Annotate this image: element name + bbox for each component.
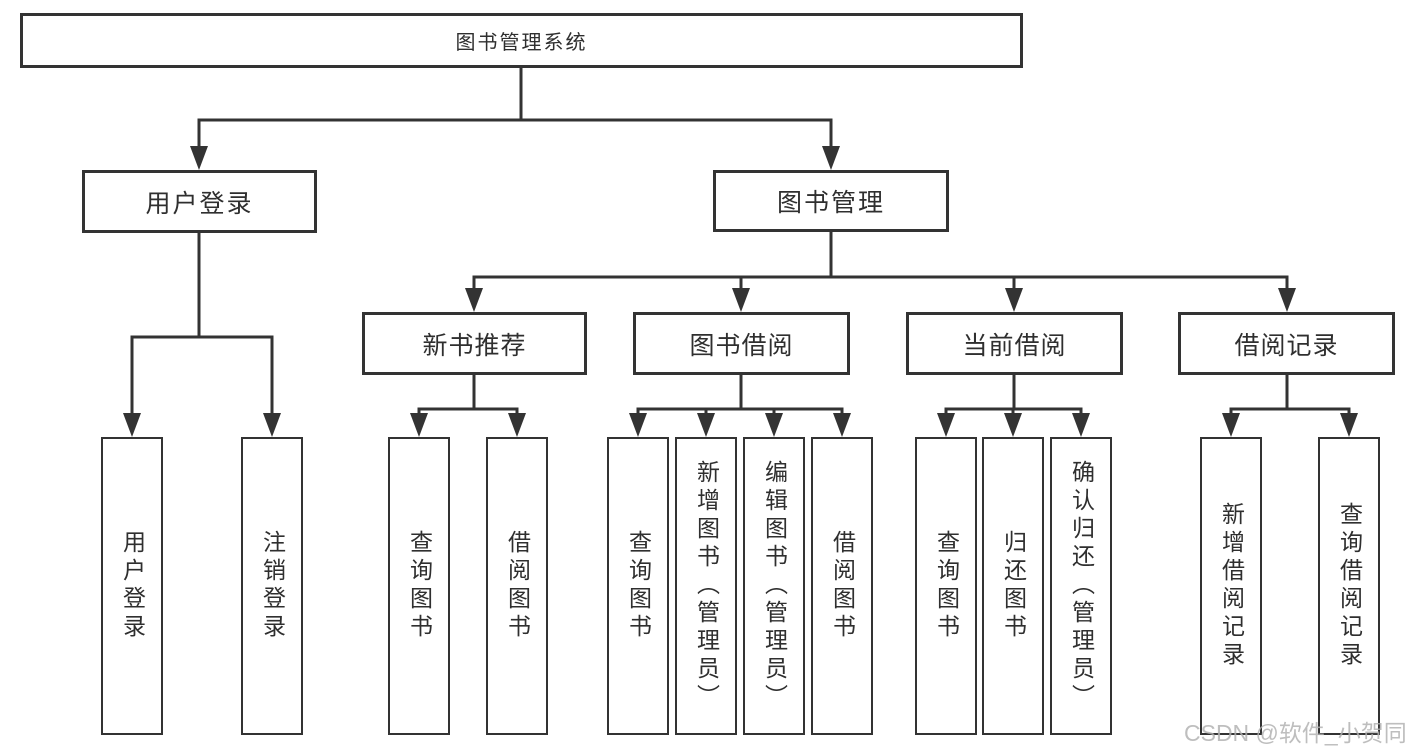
connector-current — [937, 373, 1090, 437]
node-book-borrow-label: 图书借阅 — [689, 331, 794, 360]
leaf-borrow-query-book: 查询图书 — [607, 437, 669, 735]
leaf-recommend-query-book: 查询图书 — [388, 437, 450, 735]
connector-user-login — [123, 231, 281, 437]
leaf-records-query-record-label: 查询借阅记录 — [1336, 502, 1363, 670]
connector-book-mgmt — [465, 230, 1296, 312]
connector-recommend — [410, 373, 526, 437]
node-book-mgmt-label: 图书管理 — [776, 189, 885, 217]
node-current-borrow-label: 当前借阅 — [962, 331, 1067, 360]
node-root: 图书管理系统 — [20, 13, 1023, 68]
leaf-user-login-label: 用户登录 — [119, 530, 146, 642]
leaf-logout-label: 注销登录 — [259, 530, 286, 642]
leaf-borrow-add-book-admin-label: 新增图书（管理员） — [693, 460, 720, 712]
leaf-current-confirm-return-admin-label: 确认归还（管理员） — [1068, 460, 1095, 712]
leaf-current-return-book-label: 归还图书 — [1000, 530, 1027, 642]
node-user-login: 用户登录 — [82, 170, 317, 233]
leaf-records-query-record: 查询借阅记录 — [1318, 437, 1380, 735]
node-current-borrow: 当前借阅 — [906, 312, 1123, 375]
leaf-current-query-book-label: 查询图书 — [933, 530, 960, 642]
leaf-records-add-record: 新增借阅记录 — [1200, 437, 1262, 735]
csdn-watermark: CSDN @软件_小贺同学 — [1184, 714, 1405, 747]
leaf-borrow-borrow-book-label: 借阅图书 — [829, 530, 856, 642]
leaf-borrow-query-book-label: 查询图书 — [625, 530, 652, 642]
leaf-current-confirm-return-admin: 确认归还（管理员） — [1050, 437, 1112, 735]
node-new-book-recommend: 新书推荐 — [362, 312, 587, 375]
leaf-borrow-edit-book-admin-label: 编辑图书（管理员） — [761, 460, 788, 712]
connector-borrow — [629, 373, 851, 437]
leaf-recommend-borrow-book: 借阅图书 — [486, 437, 548, 735]
csdn-watermark-gray: CSDN @软件_小贺同 — [1184, 720, 1405, 746]
leaf-current-query-book: 查询图书 — [915, 437, 977, 735]
connector-records — [1222, 373, 1358, 437]
node-book-borrow: 图书借阅 — [633, 312, 850, 375]
leaf-recommend-query-book-label: 查询图书 — [406, 530, 433, 642]
leaf-borrow-borrow-book: 借阅图书 — [811, 437, 873, 735]
leaf-logout: 注销登录 — [241, 437, 303, 735]
leaf-user-login: 用户登录 — [101, 437, 163, 735]
leaf-records-add-record-label: 新增借阅记录 — [1218, 502, 1245, 670]
node-borrow-records: 借阅记录 — [1178, 312, 1395, 375]
node-borrow-records-label: 借阅记录 — [1234, 331, 1339, 360]
connector-root — [190, 66, 840, 170]
leaf-borrow-add-book-admin: 新增图书（管理员） — [675, 437, 737, 735]
node-user-login-label: 用户登录 — [145, 189, 254, 218]
node-book-mgmt: 图书管理 — [713, 170, 949, 232]
node-root-label: 图书管理系统 — [455, 32, 588, 54]
leaf-recommend-borrow-book-label: 借阅图书 — [504, 530, 531, 642]
leaf-current-return-book: 归还图书 — [982, 437, 1044, 735]
node-new-book-recommend-label: 新书推荐 — [422, 331, 527, 360]
leaf-borrow-edit-book-admin: 编辑图书（管理员） — [743, 437, 805, 735]
